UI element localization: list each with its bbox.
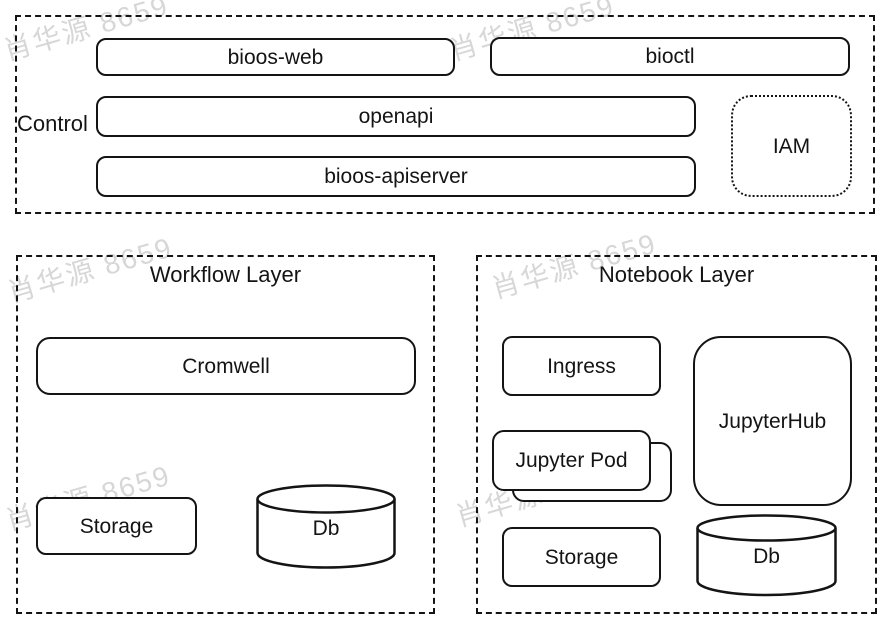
node-bioctl: bioctl	[490, 37, 850, 76]
notebook-db-label: Db	[753, 545, 780, 568]
workflow-db-label: Db	[313, 517, 340, 540]
node-jupyterhub: JupyterHub	[693, 336, 852, 506]
node-bioos-web: bioos-web	[96, 38, 455, 76]
control-plane-label: Control	[17, 111, 88, 136]
workflow-db-cylinder: Db	[256, 484, 396, 569]
node-ingress: Ingress	[502, 336, 661, 396]
node-iam: IAM	[731, 95, 852, 197]
node-openapi: openapi	[96, 96, 696, 137]
node-cromwell: Cromwell	[36, 337, 416, 395]
workflow-layer-group	[16, 255, 435, 614]
node-notebook-storage: Storage	[502, 527, 661, 587]
node-jupyter-pod: Jupyter Pod	[492, 430, 651, 491]
workflow-layer-title: Workflow Layer	[149, 262, 302, 287]
notebook-layer-group	[476, 255, 877, 614]
notebook-layer-title: Notebook Layer	[598, 262, 755, 287]
notebook-db-cylinder: Db	[696, 514, 837, 597]
node-bioos-apiserver: bioos-apiserver	[96, 156, 696, 197]
control-plane-group	[15, 15, 875, 214]
node-workflow-storage: Storage	[36, 497, 197, 555]
